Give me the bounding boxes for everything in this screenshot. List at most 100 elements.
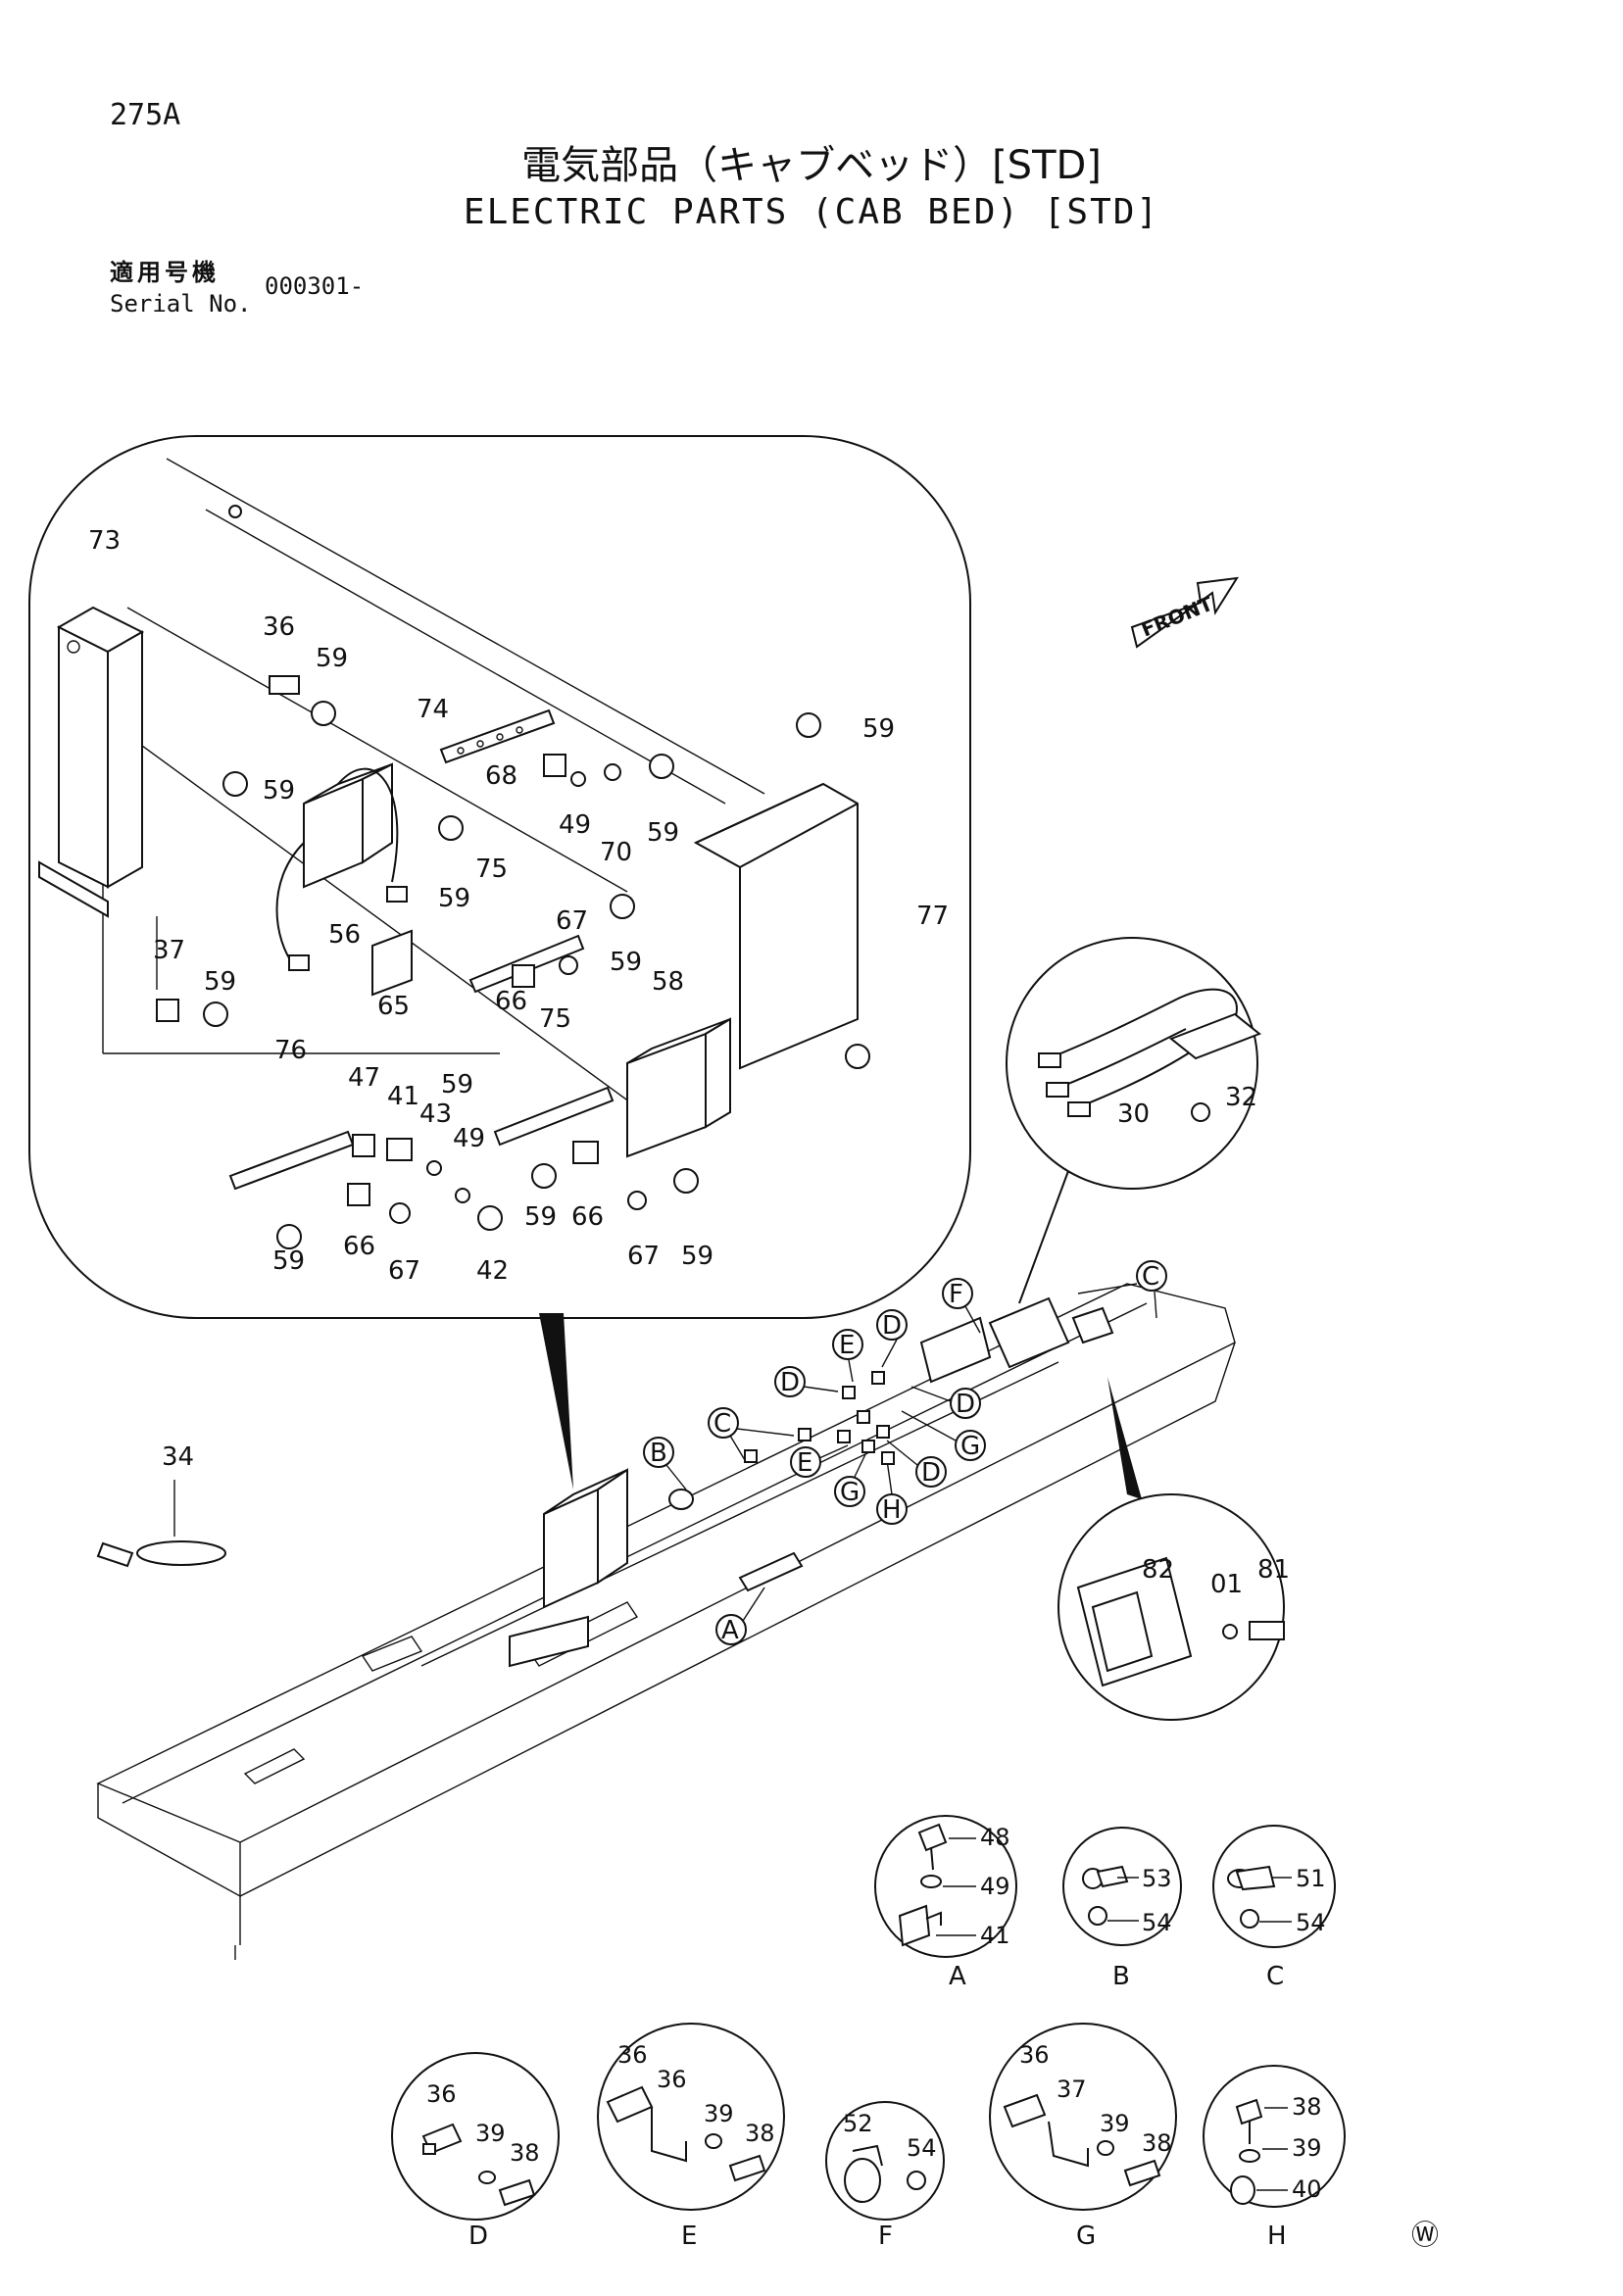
switch-inset-leader [1107,1377,1142,1499]
inset-main-labels: 73 36 59 74 59 68 49 70 59 59 56 59 75 6… [88,526,949,1286]
switch-inset-frame [1057,1493,1285,1721]
callout-letter: G [960,1432,980,1461]
callout-bubble: C [1077,1260,1167,1319]
callout-label: 68 [485,761,517,791]
callout-label: 49 [453,1124,485,1153]
detail-letter: C [1266,1962,1284,1991]
detail-label: 38 [1292,2093,1322,2121]
callout-label: 37 [153,936,185,965]
callout-label: 66 [343,1232,375,1261]
callout-label: 66 [495,987,527,1016]
detail-label: 53 [1142,1865,1172,1892]
callout-bubble: D [774,1366,839,1397]
main-inset-frame [28,435,971,1319]
detail-label: 36 [1019,2041,1050,2069]
callout-label: 59 [610,948,642,977]
detail-view-e: 36 36 39 38 E [597,2023,785,2251]
switch-inset: 82 01 81 [1057,1377,1290,1721]
detail-view-g: 36 37 39 38 G [989,2023,1177,2251]
detail-view-h: 38 39 40 H [1203,2065,1346,2251]
callout-label: 59 [681,1242,713,1271]
callout-label: 70 [600,838,632,867]
part-75-strip-upper [468,934,585,994]
detail-label: 41 [980,1922,1010,1949]
detail-label: 36 [426,2080,457,2108]
part-56-relay-box [275,762,408,971]
part-74-terminal-strip [439,708,556,764]
callout-label: 59 [316,644,348,673]
callout-label: 59 [438,884,470,913]
callout-bubble: D [876,1309,908,1368]
detail-letter: D [468,2222,488,2251]
detail-label: 49 [980,1873,1010,1900]
callout-label: 01 [1210,1570,1243,1599]
detail-letter: A [949,1962,966,1991]
callout-letter: E [797,1448,812,1478]
detail-letter: G [1076,2222,1096,2251]
corner-mark: Ⓦ [1411,2219,1439,2251]
callout-letter: B [650,1439,667,1468]
callout-label: 59 [204,967,236,997]
callout-label: 36 [263,612,295,642]
page-title-japanese: 電気部品（キャブベッド）[STD] [521,143,1102,188]
callout-label: 67 [388,1256,420,1286]
callout-bubble: D [886,1440,947,1488]
detail-view-a: 48 49 41 A [874,1815,1017,1991]
detail-label: 40 [1292,2175,1322,2203]
guide-lines [102,458,765,1108]
callout-letter: F [949,1280,963,1309]
part-73-housing [38,606,145,918]
detail-label: 51 [1296,1865,1326,1892]
callout-label: 47 [348,1063,380,1093]
detail-label: 36 [657,2066,687,2093]
callout-letter: C [713,1409,731,1439]
serial-number-value: 000301- [265,272,365,300]
callout-letter: D [956,1390,975,1419]
callout-letter: D [921,1458,941,1488]
callout-label: 66 [571,1202,604,1232]
callout-label: 81 [1257,1555,1290,1585]
detail-label: 37 [1057,2076,1087,2103]
part-76-strip [228,1130,355,1191]
callout-label: 58 [652,967,684,997]
main-inset: 73 36 59 74 59 68 49 70 59 59 56 59 75 6… [28,435,971,1490]
callout-label: 32 [1225,1083,1257,1112]
harness-inset-frame [1006,937,1258,1190]
detail-view-c: 51 54 C [1212,1825,1336,1991]
detail-label: 39 [1100,2110,1130,2137]
callout-label: 59 [862,714,895,744]
detail-label: 54 [907,2134,937,2162]
detail-label: 38 [745,2120,775,2147]
callout-label: 30 [1117,1099,1150,1129]
callout-label: 59 [441,1070,473,1099]
callout-bubble: G [901,1410,986,1461]
part-65-label-plate [371,929,413,997]
detail-label: 39 [475,2120,506,2147]
callout-bubble: D [910,1386,981,1419]
callout-label: 43 [419,1099,452,1129]
callout-label: 82 [1142,1555,1174,1585]
detail-label: 54 [1142,1909,1172,1936]
detail-label: 38 [510,2139,540,2167]
callout-label: 59 [524,1202,557,1232]
callout-label: 59 [647,818,679,848]
callout-bubble: F [942,1278,981,1334]
part-75-strip-lower [493,1086,615,1147]
detail-view-b: 53 54 B [1062,1827,1182,1991]
callout-letter: H [882,1495,902,1525]
callout-label: 34 [162,1442,194,1472]
callout-letter: A [721,1616,739,1645]
callout-bubble: B [643,1437,687,1490]
detail-label: 39 [1292,2134,1322,2162]
harness-inset: 30 32 [1006,937,1261,1304]
detail-letter: H [1267,2222,1287,2251]
callout-letter: D [780,1368,800,1397]
callout-bubble: E [790,1444,849,1478]
callout-label: 42 [476,1256,509,1286]
callout-label: 65 [377,992,410,1021]
part-77-cover [693,782,859,1070]
detail-label: 39 [704,2100,734,2127]
detail-letter: F [878,2222,893,2251]
callout-label: 56 [328,920,361,950]
